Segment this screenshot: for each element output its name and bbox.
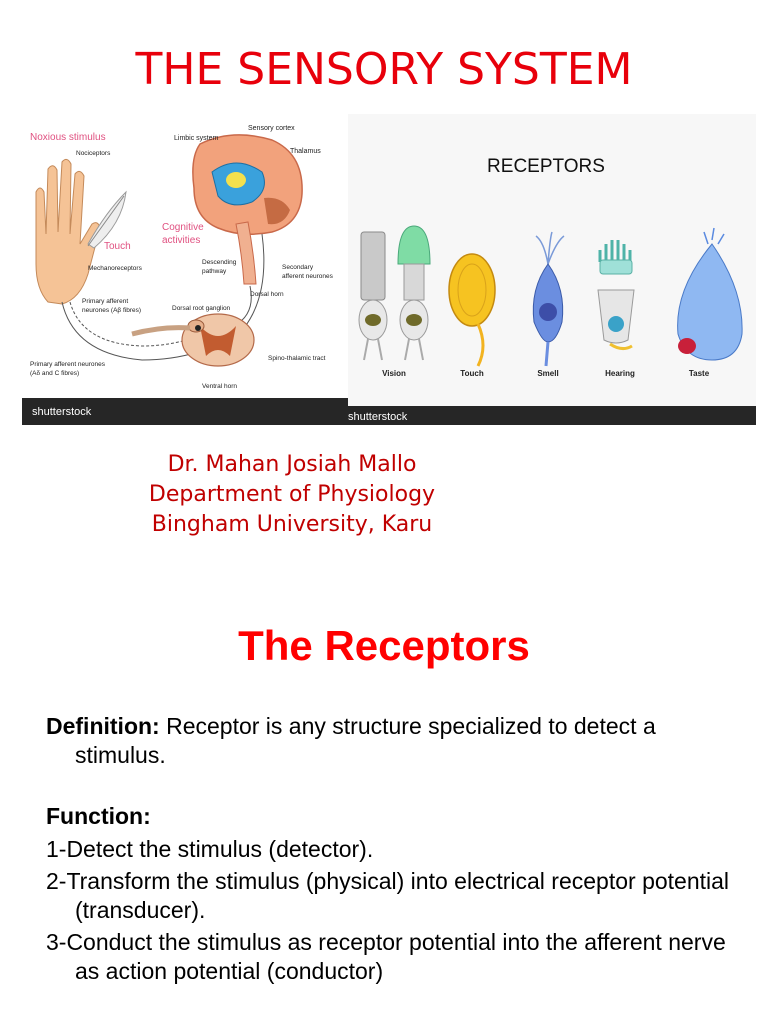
receptor-label-smell: Smell [537,369,558,378]
section-body: Definition: Receptor is any structure sp… [46,712,746,986]
sensory-figure: Noxious stimulus Nociceptors Limbic syst… [22,114,756,425]
label-noxious: Noxious stimulus [30,132,106,143]
slide-title: THE SENSORY SYSTEM [135,44,633,95]
label-primary-afferent-2: neurones (Aβ fibres) [82,307,141,314]
label-mechanoreceptors: Mechanoreceptors [88,265,143,272]
label-secondary-1: Secondary [282,264,314,271]
receptors-title: RECEPTORS [487,156,605,177]
label-secondary-2: afferent neurones [282,273,334,280]
author-department: Department of Physiology [148,482,436,507]
author-name: Dr. Mahan Josiah Mallo [167,452,417,477]
label-sensory-cortex: Sensory cortex [248,125,295,132]
brand-logo-right: shutterstock [348,411,408,423]
label-descending-2: pathway [202,268,227,275]
label-limbic: Limbic system [174,135,219,142]
definition-text: Receptor is any structure specialized to… [75,713,656,768]
label-drg: Dorsal root ganglion [172,305,231,312]
function-item-3: 3-Conduct the stimulus as receptor poten… [46,929,726,984]
label-spino: Spino-thalamic tract [268,355,326,362]
brand-bar-left [22,398,348,425]
function-item-1: 1-Detect the stimulus (detector). [46,836,374,862]
function-label: Function: [46,803,151,829]
receptor-label-taste: Taste [689,369,710,378]
label-primary-afferent-1: Primary afferent [82,298,128,305]
label-thalamus: Thalamus [290,148,321,155]
brand-logo-left: shutterstock [32,406,92,418]
label-nociceptors: Nociceptors [76,150,111,157]
label-dorsal-horn: Dorsal horn [250,291,284,298]
pain-pathway-illustration: Noxious stimulus Nociceptors Limbic syst… [22,114,348,425]
label-primary-ac-2: (Aδ and C fibres) [30,370,79,377]
author-university: Bingham University, Karu [151,512,433,537]
brand-bar-right [348,406,756,425]
function-item-2: 2-Transform the stimulus (physical) into… [46,868,730,923]
receptors-illustration: RECEPTORS Vision Touch Smell [348,114,756,425]
label-cognitive-1: Cognitive [162,222,204,233]
label-ventral-horn: Ventral horn [202,383,237,390]
section-heading: The Receptors [238,622,530,669]
label-cognitive-2: activities [162,235,200,246]
label-primary-ac-1: Primary afferent neurones [30,361,106,368]
author-credits: Dr. Mahan Josiah Mallo Department of Phy… [112,450,472,540]
receptor-label-touch: Touch [460,369,484,378]
label-descending-1: Descending [202,259,237,266]
receptor-label-vision: Vision [382,369,406,378]
label-touch: Touch [104,241,131,252]
definition-paragraph: Definition: Receptor is any structure sp… [46,712,746,770]
definition-label: Definition: [46,713,160,739]
receptor-label-hearing: Hearing [605,369,635,378]
